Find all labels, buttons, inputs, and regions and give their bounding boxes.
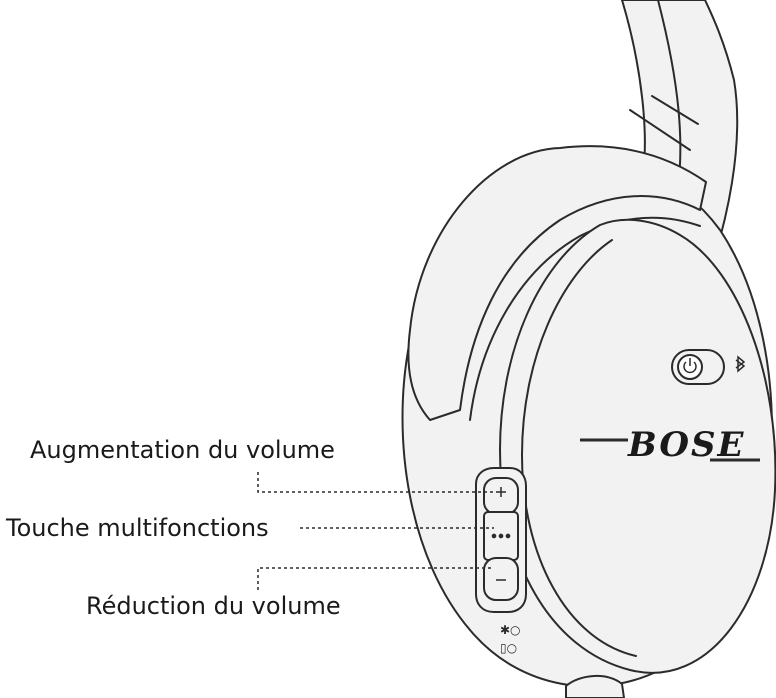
label-volume-up: Augmentation du volume xyxy=(30,436,335,464)
multi-dot-1 xyxy=(492,534,495,537)
label-multifunction: Touche multifonctions xyxy=(6,514,269,542)
multi-dot-3 xyxy=(506,534,509,537)
bose-logo-text: BOSE xyxy=(627,425,745,465)
charge-led-icon: ✱○ xyxy=(500,623,521,637)
multi-dot-2 xyxy=(499,534,502,537)
battery-led-icon: ▯○ xyxy=(500,641,517,655)
volume-down-button[interactable] xyxy=(484,558,518,600)
label-volume-down: Réduction du volume xyxy=(86,592,341,620)
